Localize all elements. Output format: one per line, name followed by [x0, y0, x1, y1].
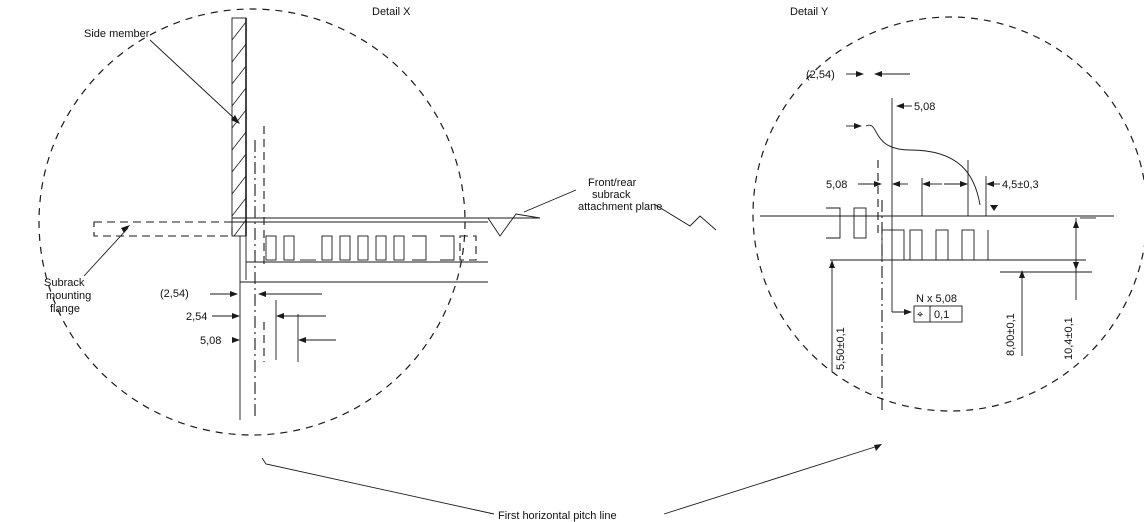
detail-y-boundary-circle [752, 16, 1144, 412]
front-rear-label-3: attachment plane [578, 201, 662, 213]
subrack-flange-dashed [93, 221, 233, 237]
connector-pin-row-y [826, 207, 1092, 273]
front-rear-label-2: subrack [592, 189, 631, 201]
dim-y-height-2: 8,00±0,1 [1005, 313, 1017, 356]
tolerance-frame [913, 305, 963, 323]
dim-y-pattern: N x 5,08 [916, 293, 957, 305]
detail-x: Detail X Side member Subrack mounting fl… [38, 6, 541, 436]
dim-y-height-3: 10,4±0,1 [1063, 317, 1075, 360]
tolerance-symbol: ⌖ [917, 309, 923, 321]
front-rear-label-1: Front/rear [588, 177, 637, 189]
detail-y-title: Detail Y [790, 6, 829, 18]
subrack-leader [83, 227, 129, 277]
detail-y: Detail Y (2,54) 5,08 5,08 4,5±0,3 [752, 6, 1144, 412]
tolerance-value: 0,1 [934, 309, 949, 321]
dim-x-pitch: 2,54 [186, 311, 207, 323]
attachment-plane-callout: Front/rear subrack attachment plane [523, 177, 717, 231]
side-member-label: Side member [84, 28, 150, 40]
first-pitch-line-label: First horizontal pitch line [498, 510, 617, 522]
dim-y-ref-pitch: (2,54) [806, 69, 835, 81]
dim-x-double-pitch: 5,08 [200, 335, 221, 347]
dim-y-height-1: 5,50±0,1 [835, 327, 847, 370]
dim-y-pitch-left: 5,08 [826, 179, 847, 191]
dim-y-hole-width: 4,5±0,3 [1002, 179, 1039, 191]
subrack-label-2: mounting [46, 290, 91, 302]
dim-y-pitch-top: 5,08 [914, 101, 935, 113]
dim-x-ref-pitch: (2,54) [160, 288, 189, 300]
subrack-label-3: flange [50, 303, 80, 315]
connector-pin-row [265, 235, 477, 261]
side-member-hatched [231, 17, 247, 237]
subrack-label-1: Subrack [44, 277, 85, 289]
side-member-leader [149, 39, 237, 121]
first-pitch-line-callout: First horizontal pitch line [261, 444, 882, 522]
detail-x-title: Detail X [372, 6, 411, 18]
